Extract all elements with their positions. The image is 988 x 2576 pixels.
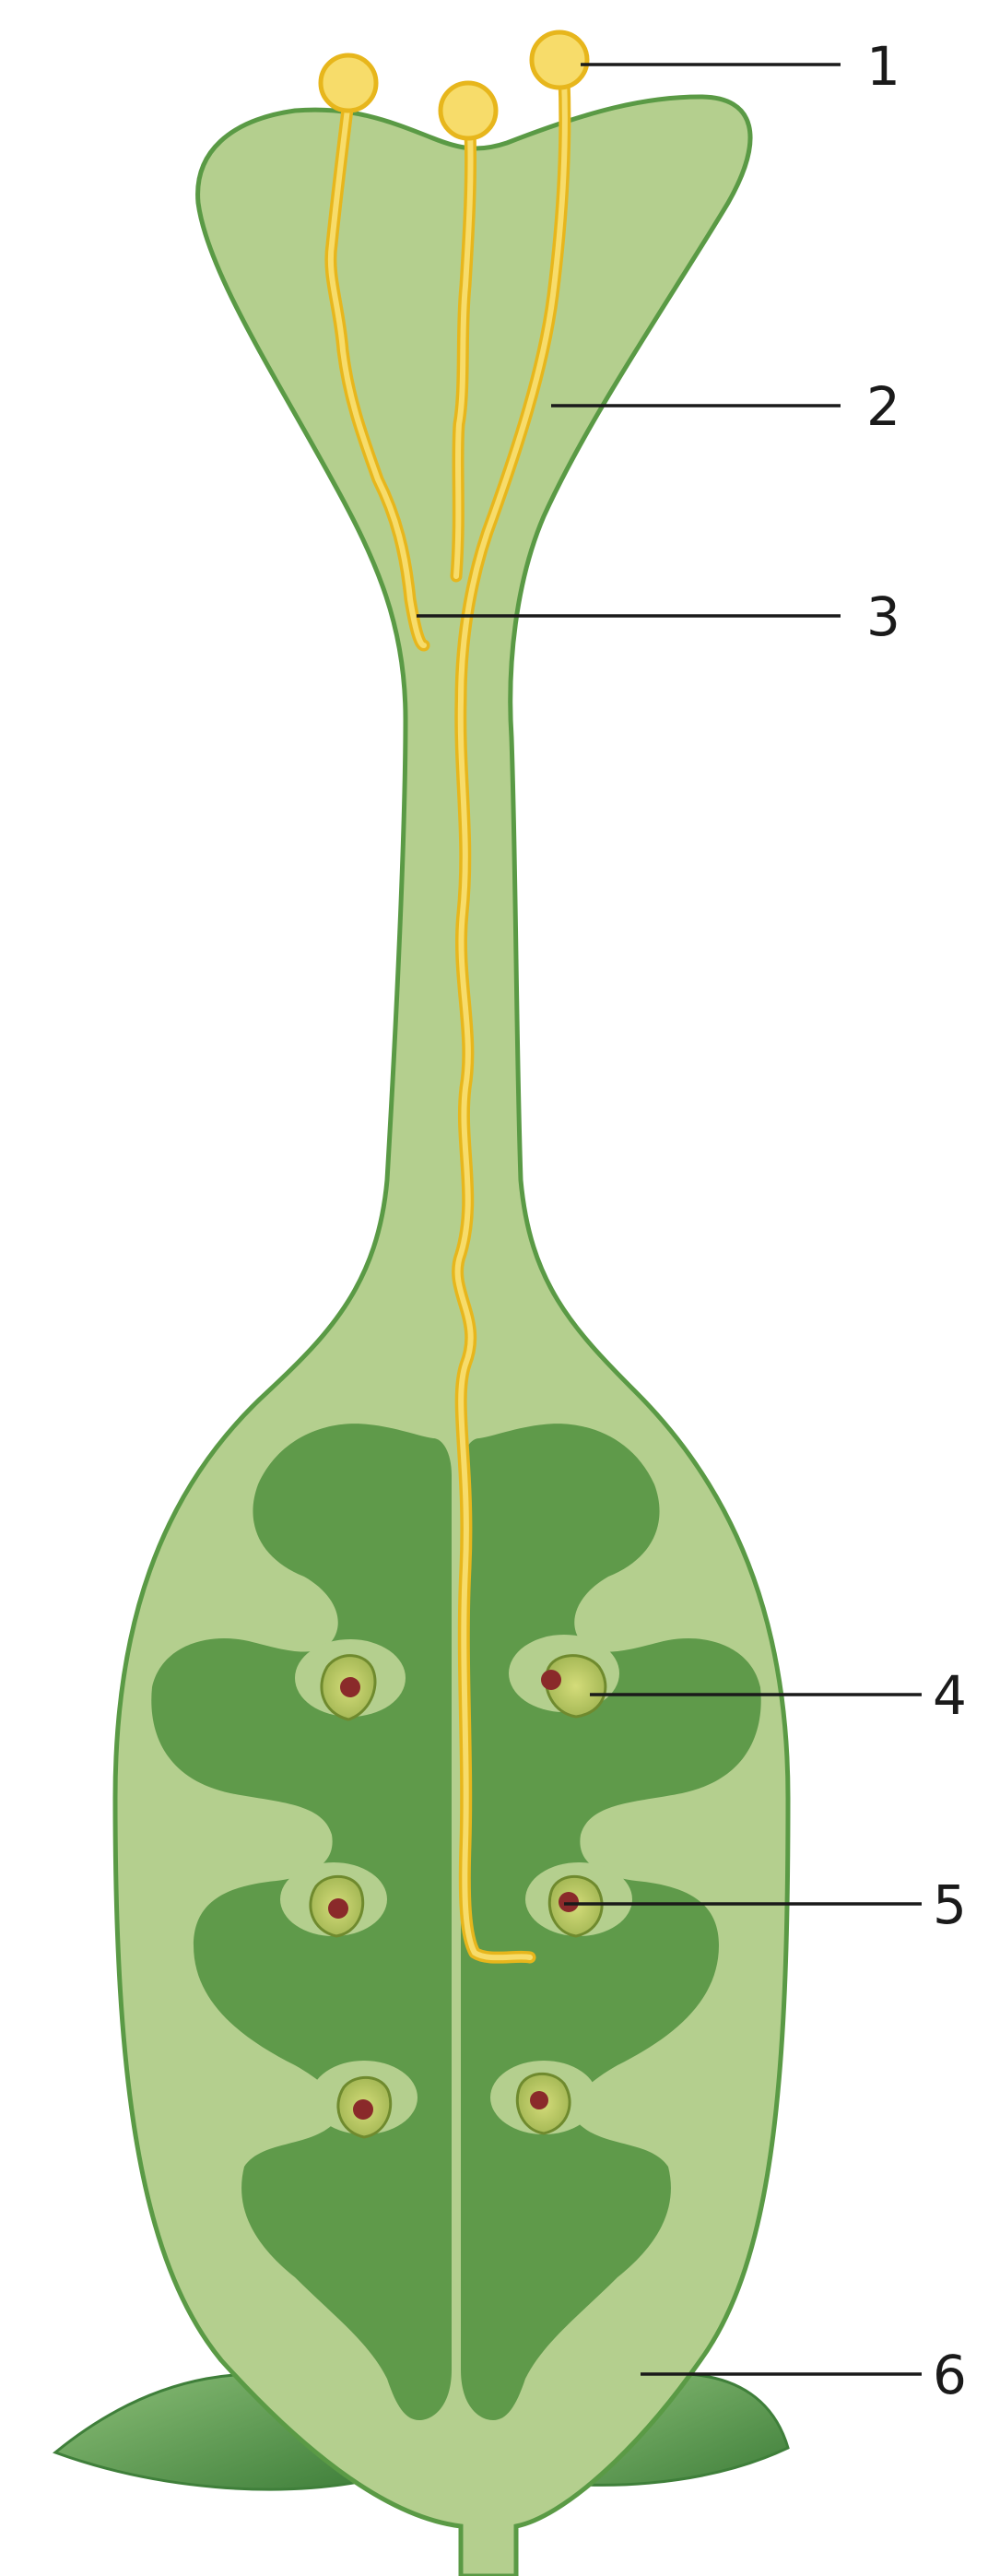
label-3: 3 (866, 585, 900, 648)
labels: 1 2 3 4 5 6 (866, 35, 967, 2406)
pollen-grain-left (321, 55, 376, 111)
label-4: 4 (933, 1664, 967, 1727)
label-1: 1 (866, 35, 900, 98)
ovule-left-middle (311, 1876, 363, 1936)
pollen-grain-middle (441, 83, 496, 138)
pollen-grain-right (532, 32, 587, 88)
label-6: 6 (933, 2344, 967, 2406)
label-5: 5 (933, 1873, 967, 1936)
label-2: 2 (866, 375, 900, 438)
ovule-right-middle (549, 1876, 602, 1936)
ovule-right-bottom (517, 2074, 570, 2133)
ovule-left-bottom (338, 2077, 391, 2137)
